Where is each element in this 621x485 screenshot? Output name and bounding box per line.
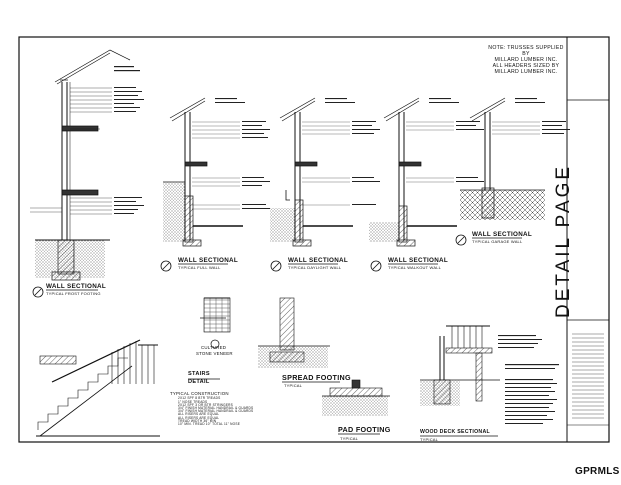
walkout-wall-section (369, 97, 457, 247)
spread-footing-detail (258, 297, 330, 368)
truss-note-line: MILLARD LUMBER INC. (494, 56, 558, 63)
truss-note-line: ALL HEADERS SIZED BY (492, 62, 560, 69)
walkout-wall-title: WALL SECTIONAL (388, 257, 449, 264)
garage-wall-section (460, 97, 545, 220)
construction-line: 10" MIN. TREAD 10" TOTAL 11" NOSE (178, 422, 241, 427)
full-wall-text-lines (215, 98, 270, 209)
sheet-border (18, 36, 610, 443)
garage-wall-subtitle: TYPICAL GARAGE WALL (472, 239, 523, 244)
full-wall-title: WALL SECTIONAL (178, 257, 239, 264)
stone-veneer-subtitle: STONE VENEER (196, 351, 233, 356)
construction-line: ALL RISERS ARE EQUAL (178, 415, 220, 420)
typical-construction-heading: TYPICAL CONSTRUCTION (170, 391, 229, 396)
garage-wall-title: WALL SECTIONAL (472, 231, 533, 238)
pad-footing-subtitle: TYPICAL (340, 436, 359, 441)
daylight-wall-subtitle: TYPICAL DAYLIGHT WALL (288, 265, 342, 270)
title-block-notes (572, 333, 604, 419)
pad-footing-detail (322, 379, 390, 416)
daylight-wall-section (270, 97, 353, 247)
construction-line: 3/4" FINISH MATERIAL HANDRAIL & GUARDS (178, 406, 254, 411)
frost-footing-subtitle: TYPICAL FROST FOOTING (46, 291, 101, 296)
frost-footing-title: WALL SECTIONAL (46, 283, 107, 290)
truss-note-line: NOTE: TRUSSES SUPPLIED BY (488, 45, 564, 57)
spread-footing-title: SPREAD FOOTING (282, 373, 351, 382)
construction-line: 2X12 SPF 8 BTR TREADS (178, 396, 221, 401)
typical-construction-notes: TYPICAL CONSTRUCTION 2X12 SPF 8 BTR TREA… (170, 391, 253, 426)
construction-line: TREAD WIDTH 36" MIN (178, 418, 217, 423)
deck-notes-lines (498, 335, 559, 424)
stone-veneer-detail (200, 297, 231, 349)
stone-veneer-title: CULTURED (201, 345, 227, 350)
wood-deck-subtitle: TYPICAL (420, 437, 439, 442)
daylight-wall-title: WALL SECTIONAL (288, 257, 349, 264)
stairs-subtitle: DETAIL (188, 379, 210, 385)
wood-deck-title: WOOD DECK SECTIONAL (420, 429, 490, 435)
construction-line: 1" NOSE TREADS (178, 399, 208, 404)
section-callout-symbols (160, 234, 467, 272)
truss-note: NOTE: TRUSSES SUPPLIED BY MILLARD LUMBER… (484, 45, 568, 76)
walkout-wall-text-lines (429, 98, 484, 182)
construction-line: 3/4" FINISH MATERIAL HANDRAIL & GUARDS (178, 409, 254, 414)
construction-line: 2X12 SPF 3 OR BTR STRINGERS (178, 402, 233, 407)
frost-callout-symbol (32, 286, 44, 298)
frost-text-lines (114, 66, 144, 214)
construction-line: ALL RISERS ARE EQUAL (178, 412, 220, 417)
walkout-wall-subtitle: TYPICAL WALKOUT WALL (388, 265, 442, 270)
pad-footing-title: PAD FOOTING (338, 425, 391, 434)
truss-note-line: MILLARD LUMBER INC. (494, 68, 558, 75)
daylight-wall-text-lines (325, 98, 380, 205)
stairs-title: STAIRS (188, 371, 210, 377)
watermark: GPRMLS (575, 466, 620, 477)
stairs-section (36, 339, 160, 437)
frost-footing-section (30, 49, 131, 281)
garage-wall-text-lines (515, 98, 570, 134)
title-underlines (46, 237, 522, 437)
wood-deck-detail (420, 325, 500, 406)
sheet-title: DETAIL PAGE (553, 163, 574, 318)
full-wall-subtitle: TYPICAL FULL WALL (178, 265, 221, 270)
full-wall-section (163, 97, 243, 247)
spread-footing-subtitle: TYPICAL (284, 383, 303, 388)
